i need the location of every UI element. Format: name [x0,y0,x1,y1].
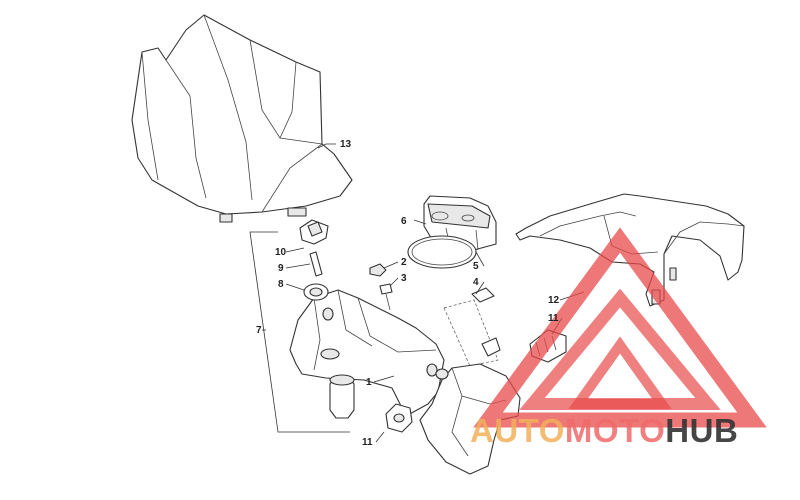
callout-5: 5 [473,261,479,272]
switch-bezel-part [303,283,329,301]
callout-4: 4 [473,277,479,288]
lower-housing-part [419,363,521,475]
callout-6: 6 [401,216,407,227]
callout-12: 12 [548,295,560,306]
callout-3: 3 [401,273,407,284]
callout-7: 7 [256,325,262,336]
switch-pin-part [309,251,323,277]
watermark-moto: MOTO [564,412,666,449]
connector-clip-part [443,287,501,367]
ignition-switch-part [329,374,355,419]
callout-8: 8 [278,279,284,290]
gauge-seal-ring-part [407,235,477,269]
callout-2: 2 [401,257,407,268]
callout-1: 1 [366,377,372,388]
watermark-auto: AUTO [470,412,565,449]
callout-10: 10 [275,247,287,258]
callout-9: 9 [278,263,284,274]
assembly-bracket-line [249,231,350,433]
switch-cap-part [299,219,329,245]
watermark-hub: HUB [665,412,739,449]
screw-part [369,263,393,311]
bulb-socket-lower-part [385,403,413,433]
windshield-part [131,14,353,223]
watermark-triangle-logo [473,227,767,428]
callout-13: 13 [340,139,352,150]
callout-11-upper: 11 [548,313,559,324]
watermark-logo-text: AUTOMOTOHUB [470,412,738,450]
callout-11-lower: 11 [362,437,373,448]
instrument-housing-part [289,289,445,417]
